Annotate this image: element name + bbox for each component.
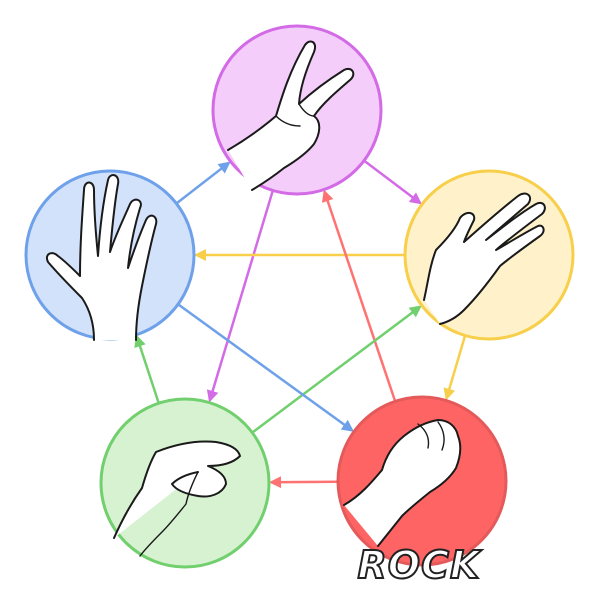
node-spock[interactable] (24, 169, 196, 341)
node-lizard[interactable] (99, 397, 271, 569)
spock-hand-icon (46, 174, 158, 341)
arrow-lizard-to-spock (134, 334, 160, 404)
arrow-scissors-to-paper (363, 159, 422, 205)
arrow-scissors-to-lizard (206, 190, 275, 403)
selected-gesture-label: ROCK (357, 542, 481, 588)
scissors-hand-icon (227, 40, 355, 191)
node-paper[interactable] (403, 169, 575, 341)
arrow-spock-to-scissors (175, 161, 231, 205)
node-rock[interactable] (336, 395, 508, 567)
node-scissors[interactable] (211, 24, 383, 196)
nodes-layer (24, 24, 575, 569)
arrow-rock-to-lizard (268, 476, 339, 489)
arrow-paper-to-rock (443, 335, 467, 401)
rock-fist-icon (343, 419, 462, 547)
lizard-hand-icon (113, 440, 241, 557)
arrow-lizard-to-paper (251, 305, 422, 434)
arrow-spock-to-rock (177, 303, 354, 432)
paper-hand-icon (423, 192, 546, 325)
edges-layer (134, 159, 467, 489)
arrow-rock-to-scissors (321, 189, 397, 402)
